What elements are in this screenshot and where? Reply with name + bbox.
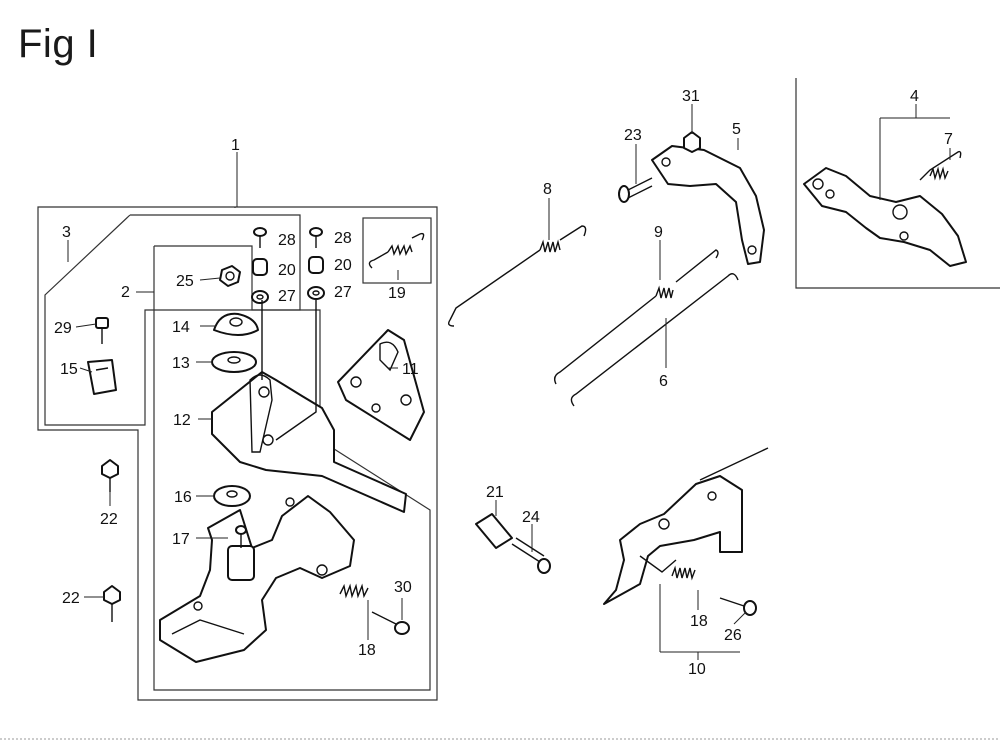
callout-6: 6 [659, 373, 668, 390]
collar-20-left [252, 258, 268, 276]
frame-assembly-1 [37, 206, 438, 701]
rod-6 [570, 273, 739, 407]
callout-29: 29 [54, 320, 72, 337]
callout-24: 24 [522, 509, 540, 526]
callout-22-lower: 22 [62, 590, 80, 607]
callout-22-upper: 22 [100, 511, 118, 528]
frame-inset-4 [795, 78, 1000, 289]
spring-18-left [339, 583, 369, 599]
callout-28-left: 28 [278, 232, 296, 249]
spring-19 [368, 232, 425, 269]
callout-28-right: 28 [334, 230, 352, 247]
callout-25: 25 [176, 273, 194, 290]
callout-27-right: 27 [334, 284, 352, 301]
callout-18-right: 18 [690, 613, 708, 630]
callout-1: 1 [231, 137, 240, 154]
spring-18-right [671, 565, 696, 581]
bracket-10 [603, 447, 769, 605]
callout-5: 5 [732, 121, 741, 138]
plate-14 [213, 312, 259, 336]
rod-9 [553, 249, 719, 385]
washer-16 [213, 485, 251, 507]
washer-27-left [251, 290, 269, 304]
screw-28-left [253, 227, 267, 248]
callout-16: 16 [174, 489, 192, 506]
bolt-22-lower [103, 585, 121, 622]
callout-19: 19 [388, 285, 406, 302]
bolt-30 [371, 611, 410, 635]
callout-10: 10 [688, 661, 706, 678]
collar-20-right [308, 256, 324, 274]
callout-21: 21 [486, 484, 504, 501]
frame-assembly-3 [44, 214, 301, 426]
nut-25 [219, 265, 241, 287]
screw-28-right [309, 227, 323, 248]
washer-27-right [307, 286, 325, 300]
lever-5 [651, 145, 765, 265]
figure-title: Fig I [18, 22, 99, 66]
rod-8 [447, 225, 587, 327]
control-plate-12 [211, 300, 407, 513]
pin-23 [618, 177, 653, 203]
callout-8: 8 [543, 181, 552, 198]
bolt-24 [511, 537, 551, 574]
collar-21 [475, 513, 513, 549]
bolt-26 [719, 597, 757, 616]
nut-31 [683, 131, 701, 153]
governor-arm-17 [159, 495, 355, 663]
callout-11: 11 [402, 361, 419, 378]
assembly-4 [803, 150, 967, 267]
callout-labels: 1 2 3 4 5 6 7 8 9 10 11 12 13 14 15 16 1… [54, 88, 953, 678]
callout-30: 30 [394, 579, 412, 596]
bolt-29 [95, 317, 109, 344]
callout-23: 23 [624, 127, 642, 144]
callout-20-left: 20 [278, 262, 296, 279]
callout-20-right: 20 [334, 257, 352, 274]
callout-27-left: 27 [278, 288, 296, 305]
callout-17: 17 [172, 531, 190, 548]
frame-part-19 [362, 217, 432, 284]
parts [87, 131, 967, 663]
callout-14: 14 [172, 319, 190, 336]
callout-18-left: 18 [358, 642, 376, 659]
callout-9: 9 [654, 224, 663, 241]
callout-4: 4 [910, 88, 919, 105]
callout-7: 7 [944, 131, 953, 148]
clip-15 [87, 359, 117, 395]
bolt-22-upper [101, 459, 119, 492]
callout-3: 3 [62, 224, 71, 241]
callout-31: 31 [682, 88, 700, 105]
bracket-11 [337, 329, 425, 441]
callout-13: 13 [172, 355, 190, 372]
callout-2: 2 [121, 284, 130, 301]
leader-lines [67, 104, 951, 660]
callout-15: 15 [60, 361, 78, 378]
callout-12: 12 [173, 412, 191, 429]
washer-13 [211, 351, 257, 373]
callout-26: 26 [724, 627, 742, 644]
